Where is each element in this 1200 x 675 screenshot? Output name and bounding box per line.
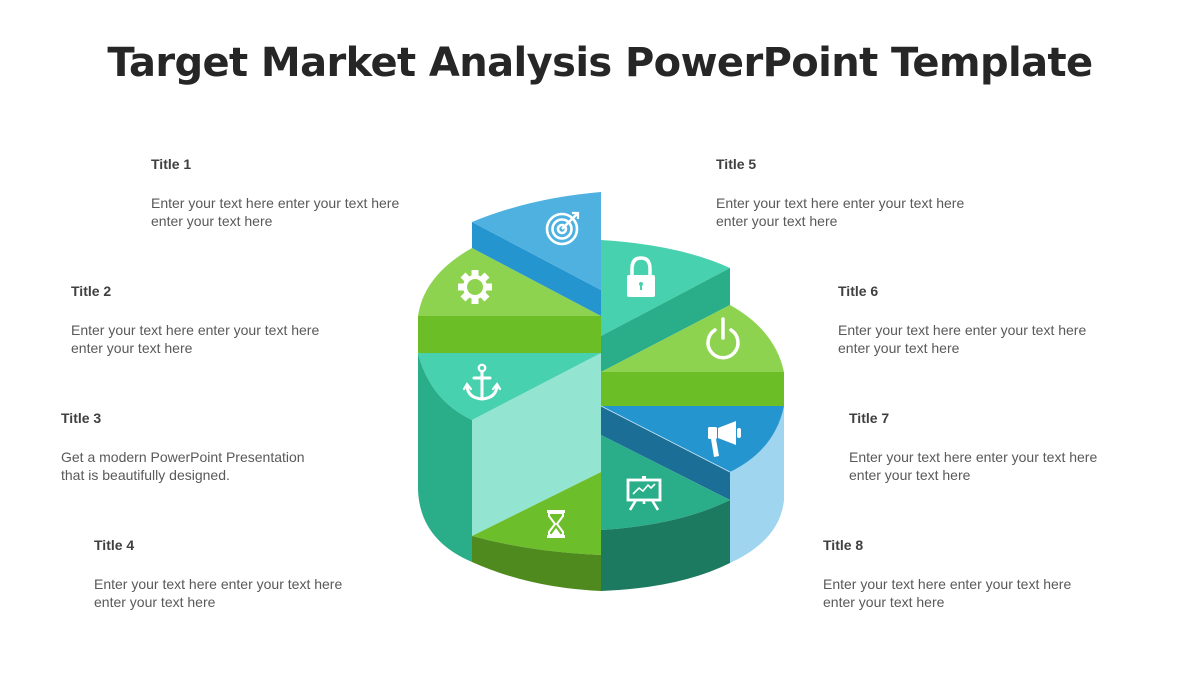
item-title-8: Title 8 xyxy=(823,537,864,553)
item-block-7: Title 7 Enter your text here enter your … xyxy=(849,410,1149,484)
item-block-1: Title 1 Enter your text here enter your … xyxy=(151,156,451,230)
item-title-3: Title 3 xyxy=(61,410,102,426)
power-icon xyxy=(706,317,740,360)
item-title-4: Title 4 xyxy=(94,537,135,553)
segment-7-megaphone xyxy=(600,405,784,563)
item-text-5: Enter your text here enter your text her… xyxy=(716,195,965,229)
item-block-6: Title 6 Enter your text here enter your … xyxy=(838,283,1138,357)
lock-icon xyxy=(627,256,655,297)
segment-6-power xyxy=(601,305,784,406)
slide-title: Target Market Analysis PowerPoint Templa… xyxy=(107,40,1093,86)
item-text-1: Enter your text here enter your text her… xyxy=(151,195,400,229)
item-text-6: Enter your text here enter your text her… xyxy=(838,322,1087,356)
megaphone-icon xyxy=(708,421,741,457)
item-title-5: Title 5 xyxy=(716,156,757,172)
item-block-3: Title 3 Get a modern PowerPoint Presenta… xyxy=(61,410,361,484)
segment-4-hourglass xyxy=(472,472,601,591)
item-text-3: Get a modern PowerPoint Presentation tha… xyxy=(61,449,305,483)
item-title-2: Title 2 xyxy=(71,283,112,299)
item-block-5: Title 5 Enter your text here enter your … xyxy=(716,156,1016,230)
item-block-8: Title 8 Enter your text here enter your … xyxy=(823,537,1123,611)
presentation-chart-icon xyxy=(626,476,662,511)
item-title-1: Title 1 xyxy=(151,156,192,172)
anchor-icon xyxy=(462,363,502,401)
item-title-7: Title 7 xyxy=(849,410,890,426)
segment-3-anchor xyxy=(418,353,601,562)
item-text-8: Enter your text here enter your text her… xyxy=(823,576,1072,610)
target-icon xyxy=(545,211,580,246)
hourglass-icon xyxy=(547,510,565,538)
item-text-2: Enter your text here enter your text her… xyxy=(71,322,320,356)
item-title-6: Title 6 xyxy=(838,283,879,299)
gear-icon xyxy=(458,270,492,304)
item-block-4: Title 4 Enter your text here enter your … xyxy=(94,537,394,611)
item-block-2: Title 2 Enter your text here enter your … xyxy=(71,283,371,357)
item-text-7: Enter your text here enter your text her… xyxy=(849,449,1098,483)
item-text-4: Enter your text here enter your text her… xyxy=(94,576,343,610)
